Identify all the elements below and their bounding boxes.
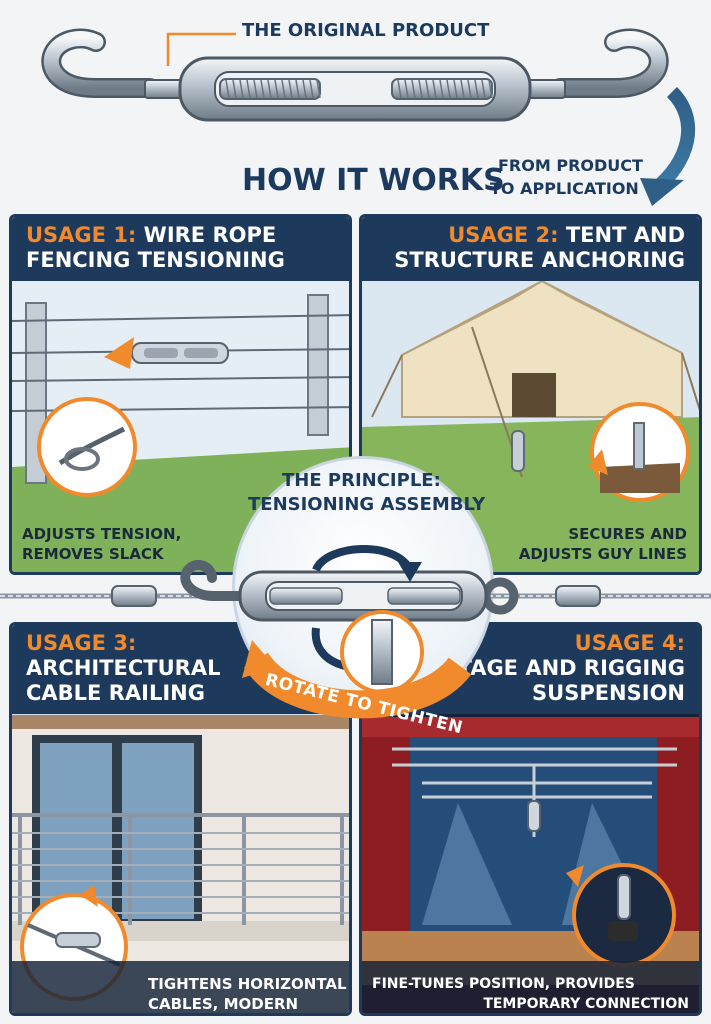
thread-line (253, 79, 258, 99)
how-it-works-heading: HOW IT WORKS (242, 163, 505, 198)
thread-line (232, 79, 237, 99)
usage-2-header: USAGE 2: TENT AND STRUCTURE ANCHORING (362, 217, 699, 281)
thread-line (295, 79, 300, 99)
thread-line (453, 79, 458, 99)
usage-3-caption-line1: TIGHTENS HORIZONTAL (148, 975, 347, 993)
principle-title-line1: THE PRINCIPLE: (282, 470, 441, 491)
usage-4-number: USAGE 4: (574, 631, 685, 655)
stage-illustration (362, 625, 699, 1013)
thread-line (225, 79, 230, 99)
usage-4-caption-line2: TEMPORARY CONNECTION (483, 996, 689, 1012)
thread-line (246, 79, 251, 99)
usage-4-title: STAGE AND RIGGING (442, 656, 685, 680)
thread-line (404, 79, 409, 99)
usage-4-caption-bar (362, 961, 699, 1013)
thread-line (474, 79, 479, 99)
usage-3-caption-line2: CABLES, MODERN LOOK (148, 995, 299, 1013)
thread-line (432, 79, 437, 99)
usage-2-title-line2: STRUCTURE ANCHORING (394, 248, 685, 272)
thread-line (239, 79, 244, 99)
thread-line (488, 79, 493, 99)
tensioning-assembly-diagram (0, 545, 711, 719)
usage-1-title-line2: FENCING TENSIONING (26, 248, 285, 272)
original-product-label: THE ORIGINAL PRODUCT (242, 20, 490, 41)
thread-line (316, 79, 321, 99)
usage-1-number: USAGE 1: (26, 223, 137, 247)
usage-3-title-line3: CABLE RAILING (26, 681, 205, 705)
thread-line (425, 79, 430, 99)
thread-line (274, 79, 279, 99)
usage-4-caption-line1: FINE-TUNES POSITION, PROVIDES (372, 976, 635, 992)
usage-2-caption-line2: ADJUSTS GUY LINES (518, 545, 687, 563)
thread-line (446, 79, 451, 99)
principle-title-line2: TENSIONING ASSEMBLY (248, 494, 486, 515)
thread-line (397, 79, 402, 99)
thread-line (411, 79, 416, 99)
thread-line (309, 79, 314, 99)
usage-3-number: USAGE 3: (26, 631, 137, 655)
thread-line (439, 79, 444, 99)
thread-line (267, 79, 272, 99)
usage-2-number: USAGE 2: (448, 223, 559, 247)
usage-3-title: ARCHITECTURAL (26, 656, 221, 680)
usage-2-caption-line1: SECURES AND (568, 525, 687, 543)
thread-line (302, 79, 307, 99)
usage-2-title: TENT AND (565, 223, 685, 247)
thread-line (467, 79, 472, 99)
thread-line (460, 79, 465, 99)
thread-line (260, 79, 265, 99)
thread-line (288, 79, 293, 99)
usage-1-title: WIRE ROPE (143, 223, 277, 247)
usage-1-caption-line1: ADJUSTS TENSION, (22, 525, 182, 543)
usage-3-caption-bar (12, 961, 349, 1013)
usage-1-caption-line2: REMOVES SLACK (22, 545, 164, 563)
usage-4-title-line3: SUSPENSION (532, 681, 685, 705)
usage-3-panel: USAGE 3: ARCHITECTURAL CABLE RAILING TIG… (9, 622, 352, 1016)
from-product-line-2: TO APPLICATION (490, 179, 639, 198)
from-product-line-1: FROM PRODUCT (498, 156, 643, 175)
thread-line (418, 79, 423, 99)
thread-line (481, 79, 486, 99)
thread-line (281, 79, 286, 99)
usage-1-header: USAGE 1: WIRE ROPE FENCING TENSIONING (12, 217, 349, 281)
original-product-turnbuckle-icon (41, 28, 696, 206)
